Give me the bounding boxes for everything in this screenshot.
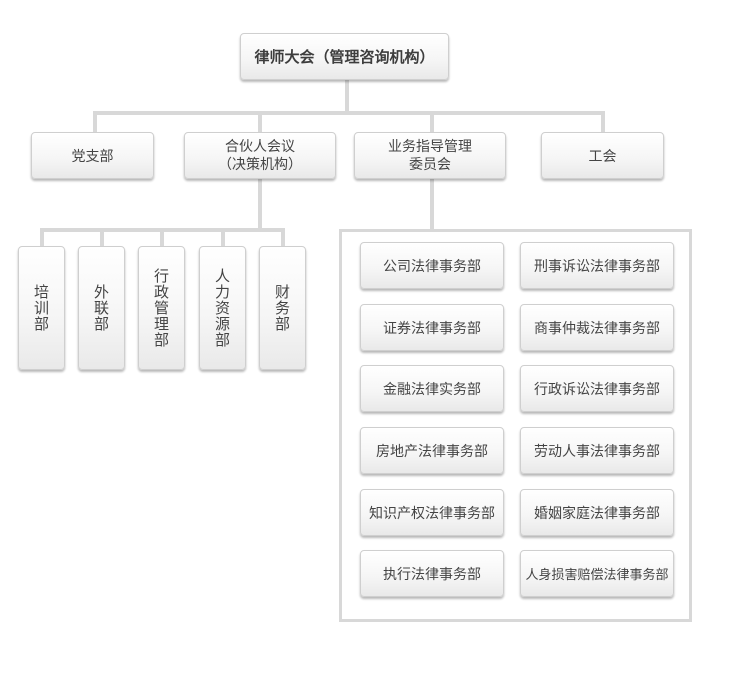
business-dept-criminal[interactable]: 刑事诉讼法律事务部: [520, 242, 674, 289]
business-dept-label: 婚姻家庭法律事务部: [534, 505, 660, 522]
business-dept-corporate[interactable]: 公司法律事务部: [360, 242, 504, 289]
business-dept-finance[interactable]: 金融法律实务部: [360, 365, 504, 412]
connector-drop-union: [601, 111, 605, 133]
union-node[interactable]: 工会: [541, 132, 664, 179]
admin-dept-label: 外联部: [92, 284, 110, 332]
connector-drop-admin-3: [160, 228, 164, 247]
guidance-committee-label-line2: 委员会: [409, 156, 451, 173]
admin-dept-training[interactable]: 培训部: [18, 246, 65, 370]
business-dept-label: 公司法律事务部: [383, 258, 481, 275]
lawyers-assembly-label: 律师大会（管理咨询机构）: [254, 48, 435, 66]
business-dept-ip[interactable]: 知识产权法律事务部: [360, 489, 504, 536]
admin-dept-label: 人力资源部: [213, 268, 231, 348]
partners-meeting-node[interactable]: 合伙人会议 （决策机构）: [184, 132, 336, 179]
partners-meeting-sublabel: （决策机构）: [218, 156, 302, 173]
business-dept-personal-injury[interactable]: 人身损害赔偿法律事务部: [520, 550, 674, 597]
connector-level2-horizontal: [93, 111, 605, 115]
union-label: 工会: [588, 148, 617, 165]
business-dept-label: 知识产权法律事务部: [369, 505, 495, 522]
lawyers-assembly-node[interactable]: 律师大会（管理咨询机构）: [240, 33, 449, 80]
admin-dept-external[interactable]: 外联部: [78, 246, 125, 370]
connector-drop-admin-1: [40, 228, 44, 247]
connector-drop-guidance: [430, 111, 434, 133]
admin-dept-label: 培训部: [32, 284, 50, 332]
connector-drop-admin-2: [100, 228, 104, 247]
party-branch-label: 党支部: [71, 148, 114, 165]
connector-drop-admin-4: [221, 228, 225, 247]
business-dept-label: 执行法律事务部: [383, 566, 481, 583]
business-dept-label: 刑事诉讼法律事务部: [534, 258, 660, 275]
admin-dept-administration[interactable]: 行政管理部: [138, 246, 185, 370]
admin-dept-label: 财务部: [273, 284, 291, 332]
business-dept-label: 金融法律实务部: [383, 381, 481, 398]
business-dept-arbitration[interactable]: 商事仲裁法律事务部: [520, 304, 674, 351]
connector-drop-party: [93, 111, 97, 133]
business-dept-label: 房地产法律事务部: [376, 443, 488, 460]
business-dept-family[interactable]: 婚姻家庭法律事务部: [520, 489, 674, 536]
business-dept-labor[interactable]: 劳动人事法律事务部: [520, 427, 674, 474]
business-departments-panel: [339, 229, 692, 622]
guidance-committee-label-line1: 业务指导管理: [388, 138, 472, 155]
connector-drop-partners: [258, 111, 262, 133]
connector-guidance-down: [430, 179, 434, 232]
connector-drop-admin-5: [281, 228, 285, 247]
admin-dept-hr[interactable]: 人力资源部: [199, 246, 246, 370]
business-dept-label: 商事仲裁法律事务部: [534, 320, 660, 337]
business-dept-label: 劳动人事法律事务部: [534, 443, 660, 460]
business-dept-label: 人身损害赔偿法律事务部: [525, 568, 669, 583]
connector-partners-down: [258, 179, 262, 230]
party-branch-node[interactable]: 党支部: [31, 132, 154, 179]
admin-dept-label: 行政管理部: [152, 268, 170, 348]
guidance-committee-node[interactable]: 业务指导管理 委员会: [354, 132, 506, 179]
business-dept-administrative-litigation[interactable]: 行政诉讼法律事务部: [520, 365, 674, 412]
business-dept-enforcement[interactable]: 执行法律事务部: [360, 550, 504, 597]
admin-dept-finance[interactable]: 财务部: [259, 246, 306, 370]
business-dept-real-estate[interactable]: 房地产法律事务部: [360, 427, 504, 474]
business-dept-securities[interactable]: 证券法律事务部: [360, 304, 504, 351]
connector-top-vertical: [345, 79, 349, 112]
business-dept-label: 行政诉讼法律事务部: [534, 381, 660, 398]
partners-meeting-label: 合伙人会议: [225, 138, 295, 155]
business-dept-label: 证券法律事务部: [383, 320, 481, 337]
